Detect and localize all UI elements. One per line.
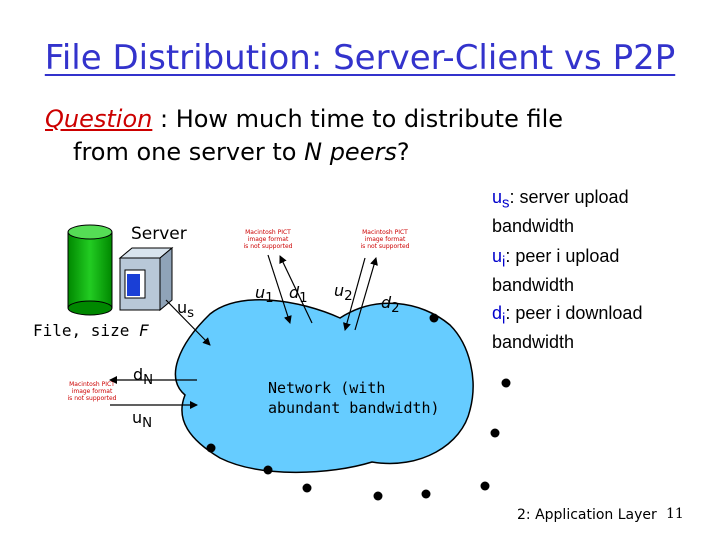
link-label-us: us (177, 298, 194, 321)
question-peers: peers (329, 138, 397, 166)
link-label-dN: dN (133, 365, 153, 388)
peer-dot (421, 489, 431, 499)
link-subscript: s (187, 306, 195, 322)
slide-title: File Distribution: Server-Client vs P2P (44, 38, 676, 78)
file-label-text: File, size (33, 321, 139, 340)
pict-placeholder-peer1: Macintosh PICT image format is not suppo… (244, 229, 293, 250)
footer-text: 2: Application Layer (517, 507, 657, 523)
peer-dot (429, 313, 439, 323)
pict-line-1: Macintosh PICT (362, 229, 408, 236)
question-n: N (304, 138, 323, 166)
link-symbol: u (132, 408, 143, 427)
legend-di: di: peer i download bandwidth (492, 302, 677, 353)
link-label-u1: u1 (255, 283, 274, 306)
file-label: File, size F (33, 321, 149, 340)
pict-line-3: is not supported (361, 243, 410, 250)
question-text: Question : How much time to distribute f… (45, 103, 563, 169)
file-label-var: F (138, 321, 149, 340)
legend-us-subscript: s (502, 194, 510, 212)
legend-us-text: : server upload bandwidth (492, 187, 629, 236)
pict-placeholder-peer2: Macintosh PICT image format is not suppo… (361, 229, 410, 250)
network-label-line-1: Network (with (268, 379, 386, 397)
pict-line-3: is not supported (68, 395, 117, 402)
server-label: Server (131, 224, 187, 244)
link-symbol: d (381, 293, 392, 312)
peer-dot (302, 483, 312, 493)
link-symbol: d (289, 283, 300, 302)
pict-line-3: is not supported (244, 243, 293, 250)
link-subscript: 1 (265, 291, 274, 307)
arrow-us (165, 299, 211, 346)
peer-dot (263, 465, 273, 475)
link-subscript: 1 (299, 291, 308, 307)
link-symbol: u (334, 281, 345, 300)
peer-dot (480, 481, 490, 491)
network-cloud (174, 299, 474, 474)
legend-ui-symbol: u (492, 246, 503, 266)
link-symbol: u (255, 283, 266, 302)
legend-di-text: : peer i download bandwidth (492, 303, 643, 352)
pict-line-2: image format (248, 236, 289, 243)
question-line2-text: from one server to (73, 138, 305, 166)
network-label-line-2: abundant bandwidth) (268, 399, 440, 417)
server-icon (118, 246, 174, 312)
peer-dot (501, 378, 511, 388)
pict-line-1: Macintosh PICT (69, 381, 115, 388)
peer-dot (206, 443, 216, 453)
peer-dot (490, 428, 500, 438)
arrow-d1 (279, 255, 313, 324)
question-label: Question (45, 105, 153, 133)
link-subscript: 2 (391, 301, 400, 317)
file-disk-icon (67, 224, 113, 316)
pict-line-1: Macintosh PICT (245, 229, 291, 236)
legend-di-subscript: i (502, 310, 506, 328)
pict-placeholder-peerN: Macintosh PICT image format is not suppo… (68, 381, 117, 402)
legend-us: us: server upload bandwidth (492, 186, 682, 237)
link-label-u2: u2 (334, 281, 353, 304)
legend-ui: ui: peer i upload bandwidth (492, 245, 667, 296)
page-number: 11 (666, 506, 684, 522)
link-label-d1: d1 (289, 283, 308, 306)
question-line1-text: : How much time to distribute file (152, 105, 564, 133)
question-line-1: Question : How much time to distribute f… (45, 103, 563, 136)
link-subscript: 2 (344, 289, 353, 305)
legend-di-symbol: d (492, 303, 503, 323)
pict-line-2: image format (365, 236, 406, 243)
link-subscript: N (143, 373, 154, 389)
arrow-d2 (354, 257, 378, 331)
pict-line-2: image format (72, 388, 113, 395)
legend-ui-subscript: i (502, 253, 506, 271)
link-label-uN: uN (132, 408, 152, 431)
legend-ui-text: : peer i upload bandwidth (492, 246, 620, 295)
link-symbol: d (133, 365, 144, 384)
link-symbol: u (177, 298, 188, 317)
legend-us-symbol: u (492, 187, 503, 207)
link-label-d2: d2 (381, 293, 400, 316)
network-label: Network (with abundant bandwidth) (268, 378, 440, 418)
peer-dot (373, 491, 383, 501)
question-line-2: from one server to N peers? (45, 136, 563, 169)
arrow-u1 (267, 254, 292, 324)
question-mark: ? (396, 138, 410, 166)
arrow-u2 (343, 257, 366, 331)
link-subscript: N (142, 416, 153, 432)
